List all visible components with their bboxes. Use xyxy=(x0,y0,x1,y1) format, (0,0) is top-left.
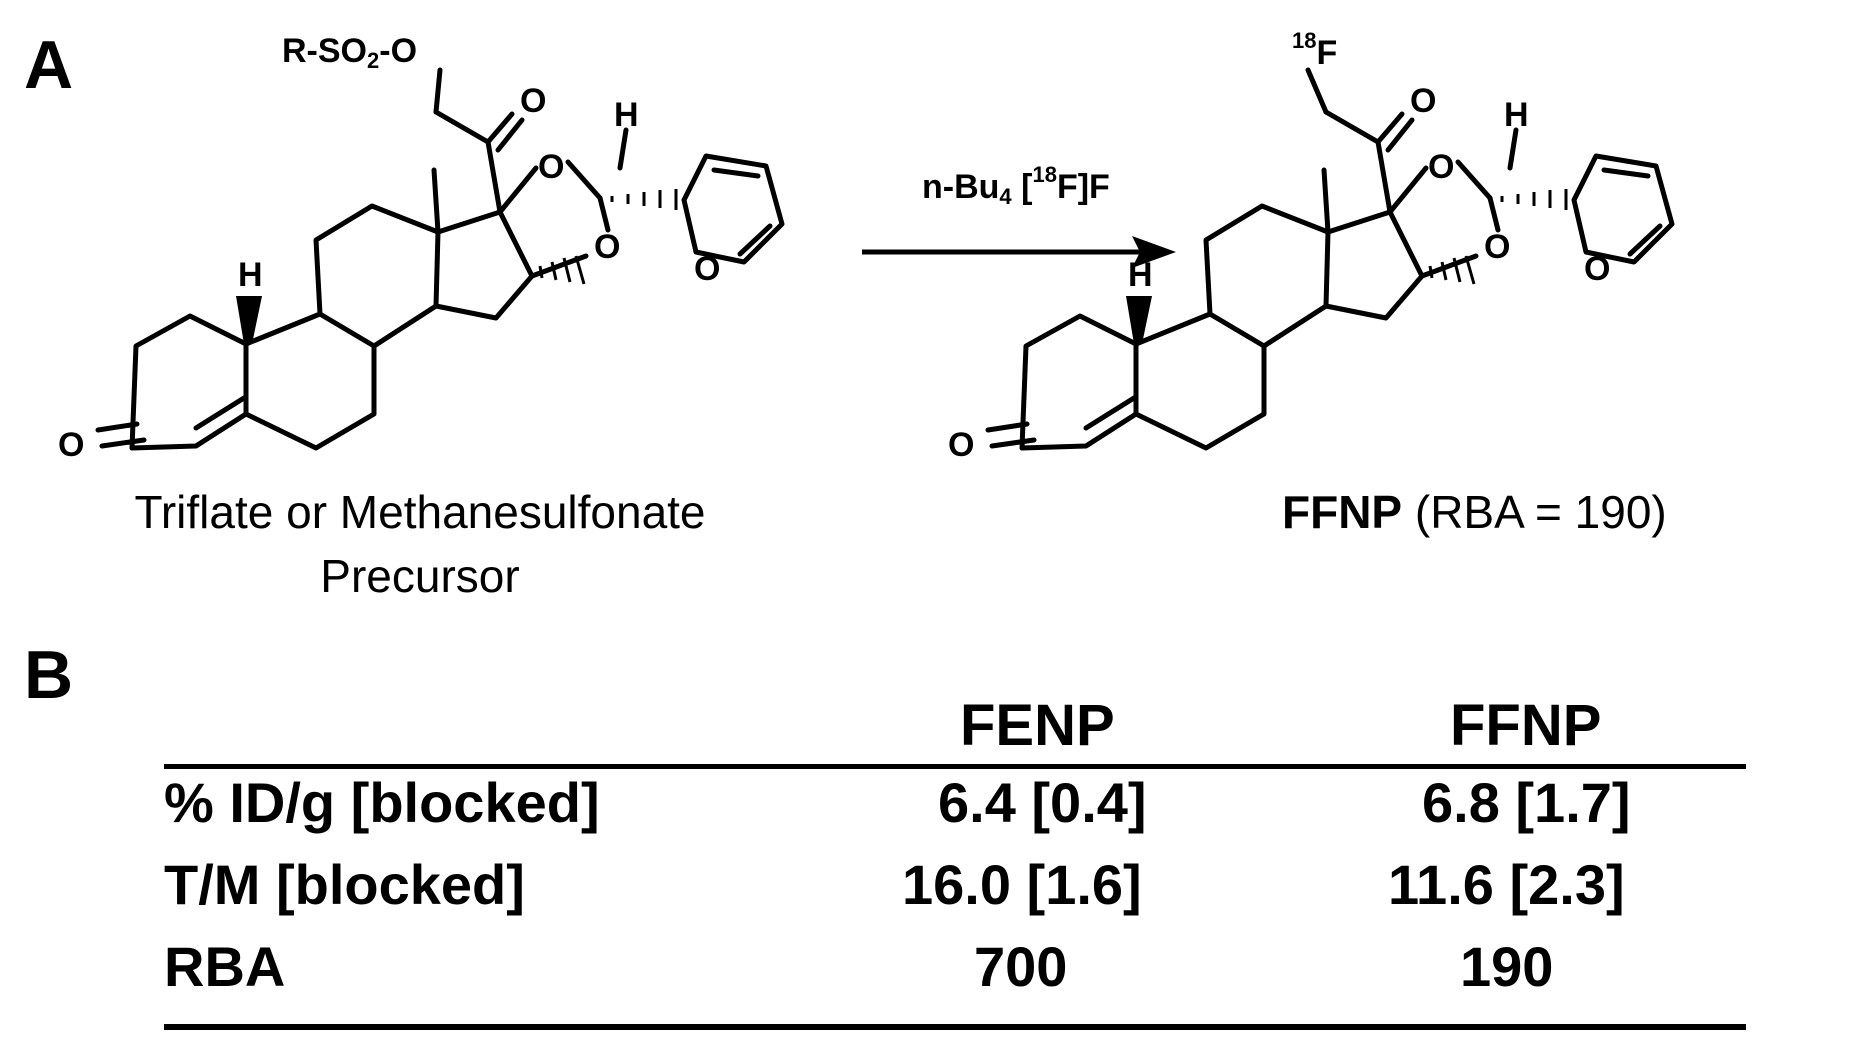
furan-oxygen-label: O xyxy=(694,250,721,288)
column-header-fenp: FENP xyxy=(960,693,1115,758)
enone-oxygen-label: O xyxy=(58,426,85,464)
fenp-value: 6.4 [0.4] xyxy=(938,771,1147,834)
product-caption: FFNP (RBA = 190) xyxy=(1282,480,1762,544)
ring-hydrogen-label: H xyxy=(1128,256,1153,294)
furan-oxygen-label: O xyxy=(1584,250,1611,288)
precursor-caption: Triflate or Methanesulfonate Precursor xyxy=(100,480,740,608)
fenp-value: 700 xyxy=(974,935,1068,998)
acetal-oxygen-label: O xyxy=(1484,228,1511,266)
product-rba-note: (RBA = 190) xyxy=(1402,486,1667,538)
ketone-oxygen-label: O xyxy=(1410,82,1437,120)
ffnp-value: 190 xyxy=(1460,935,1554,998)
acetal-hydrogen-label: H xyxy=(1504,96,1529,134)
reagent-label: n-Bu4 [18F]F xyxy=(922,162,1110,209)
table-top-rule xyxy=(164,764,1746,769)
product-name: FFNP xyxy=(1282,486,1403,538)
reaction-arrow xyxy=(862,236,1176,268)
acetal-oxygen-label: O xyxy=(1428,148,1455,186)
fluorine-18-label: 18F xyxy=(1292,28,1338,72)
table-row: RBA 700 190 xyxy=(164,934,1746,1014)
row-label: T/M [blocked] xyxy=(164,853,525,916)
fenp-value: 16.0 [1.6] xyxy=(902,853,1142,916)
panel-b-label: B xyxy=(24,637,74,713)
ketone-oxygen-label: O xyxy=(520,82,547,120)
column-header-ffnp: FFNP xyxy=(1450,693,1602,758)
precursor-caption-line2: Precursor xyxy=(320,550,520,602)
acetal-oxygen-label: O xyxy=(594,228,621,266)
acetal-hydrogen-label: H xyxy=(614,96,639,134)
precursor-structure xyxy=(98,67,782,448)
leaving-group-label: R-SO2-O xyxy=(282,32,418,73)
table-row: T/M [blocked] 16.0 [1.6] 11.6 [2.3] xyxy=(164,852,1746,932)
enone-oxygen-label: O xyxy=(948,426,975,464)
ffnp-value: 6.8 [1.7] xyxy=(1422,771,1631,834)
product-structure xyxy=(988,67,1672,448)
table-bottom-rule xyxy=(164,1024,1746,1030)
ffnp-value: 11.6 [2.3] xyxy=(1388,853,1625,916)
row-label: RBA xyxy=(164,935,286,998)
acetal-oxygen-label: O xyxy=(538,148,565,186)
row-label: % ID/g [blocked] xyxy=(164,771,600,834)
precursor-caption-line1: Triflate or Methanesulfonate xyxy=(134,486,706,538)
panel-a-label: A xyxy=(24,27,74,103)
ring-hydrogen-label: H xyxy=(238,256,263,294)
table-row: % ID/g [blocked] 6.4 [0.4] 6.8 [1.7] xyxy=(164,770,1746,850)
